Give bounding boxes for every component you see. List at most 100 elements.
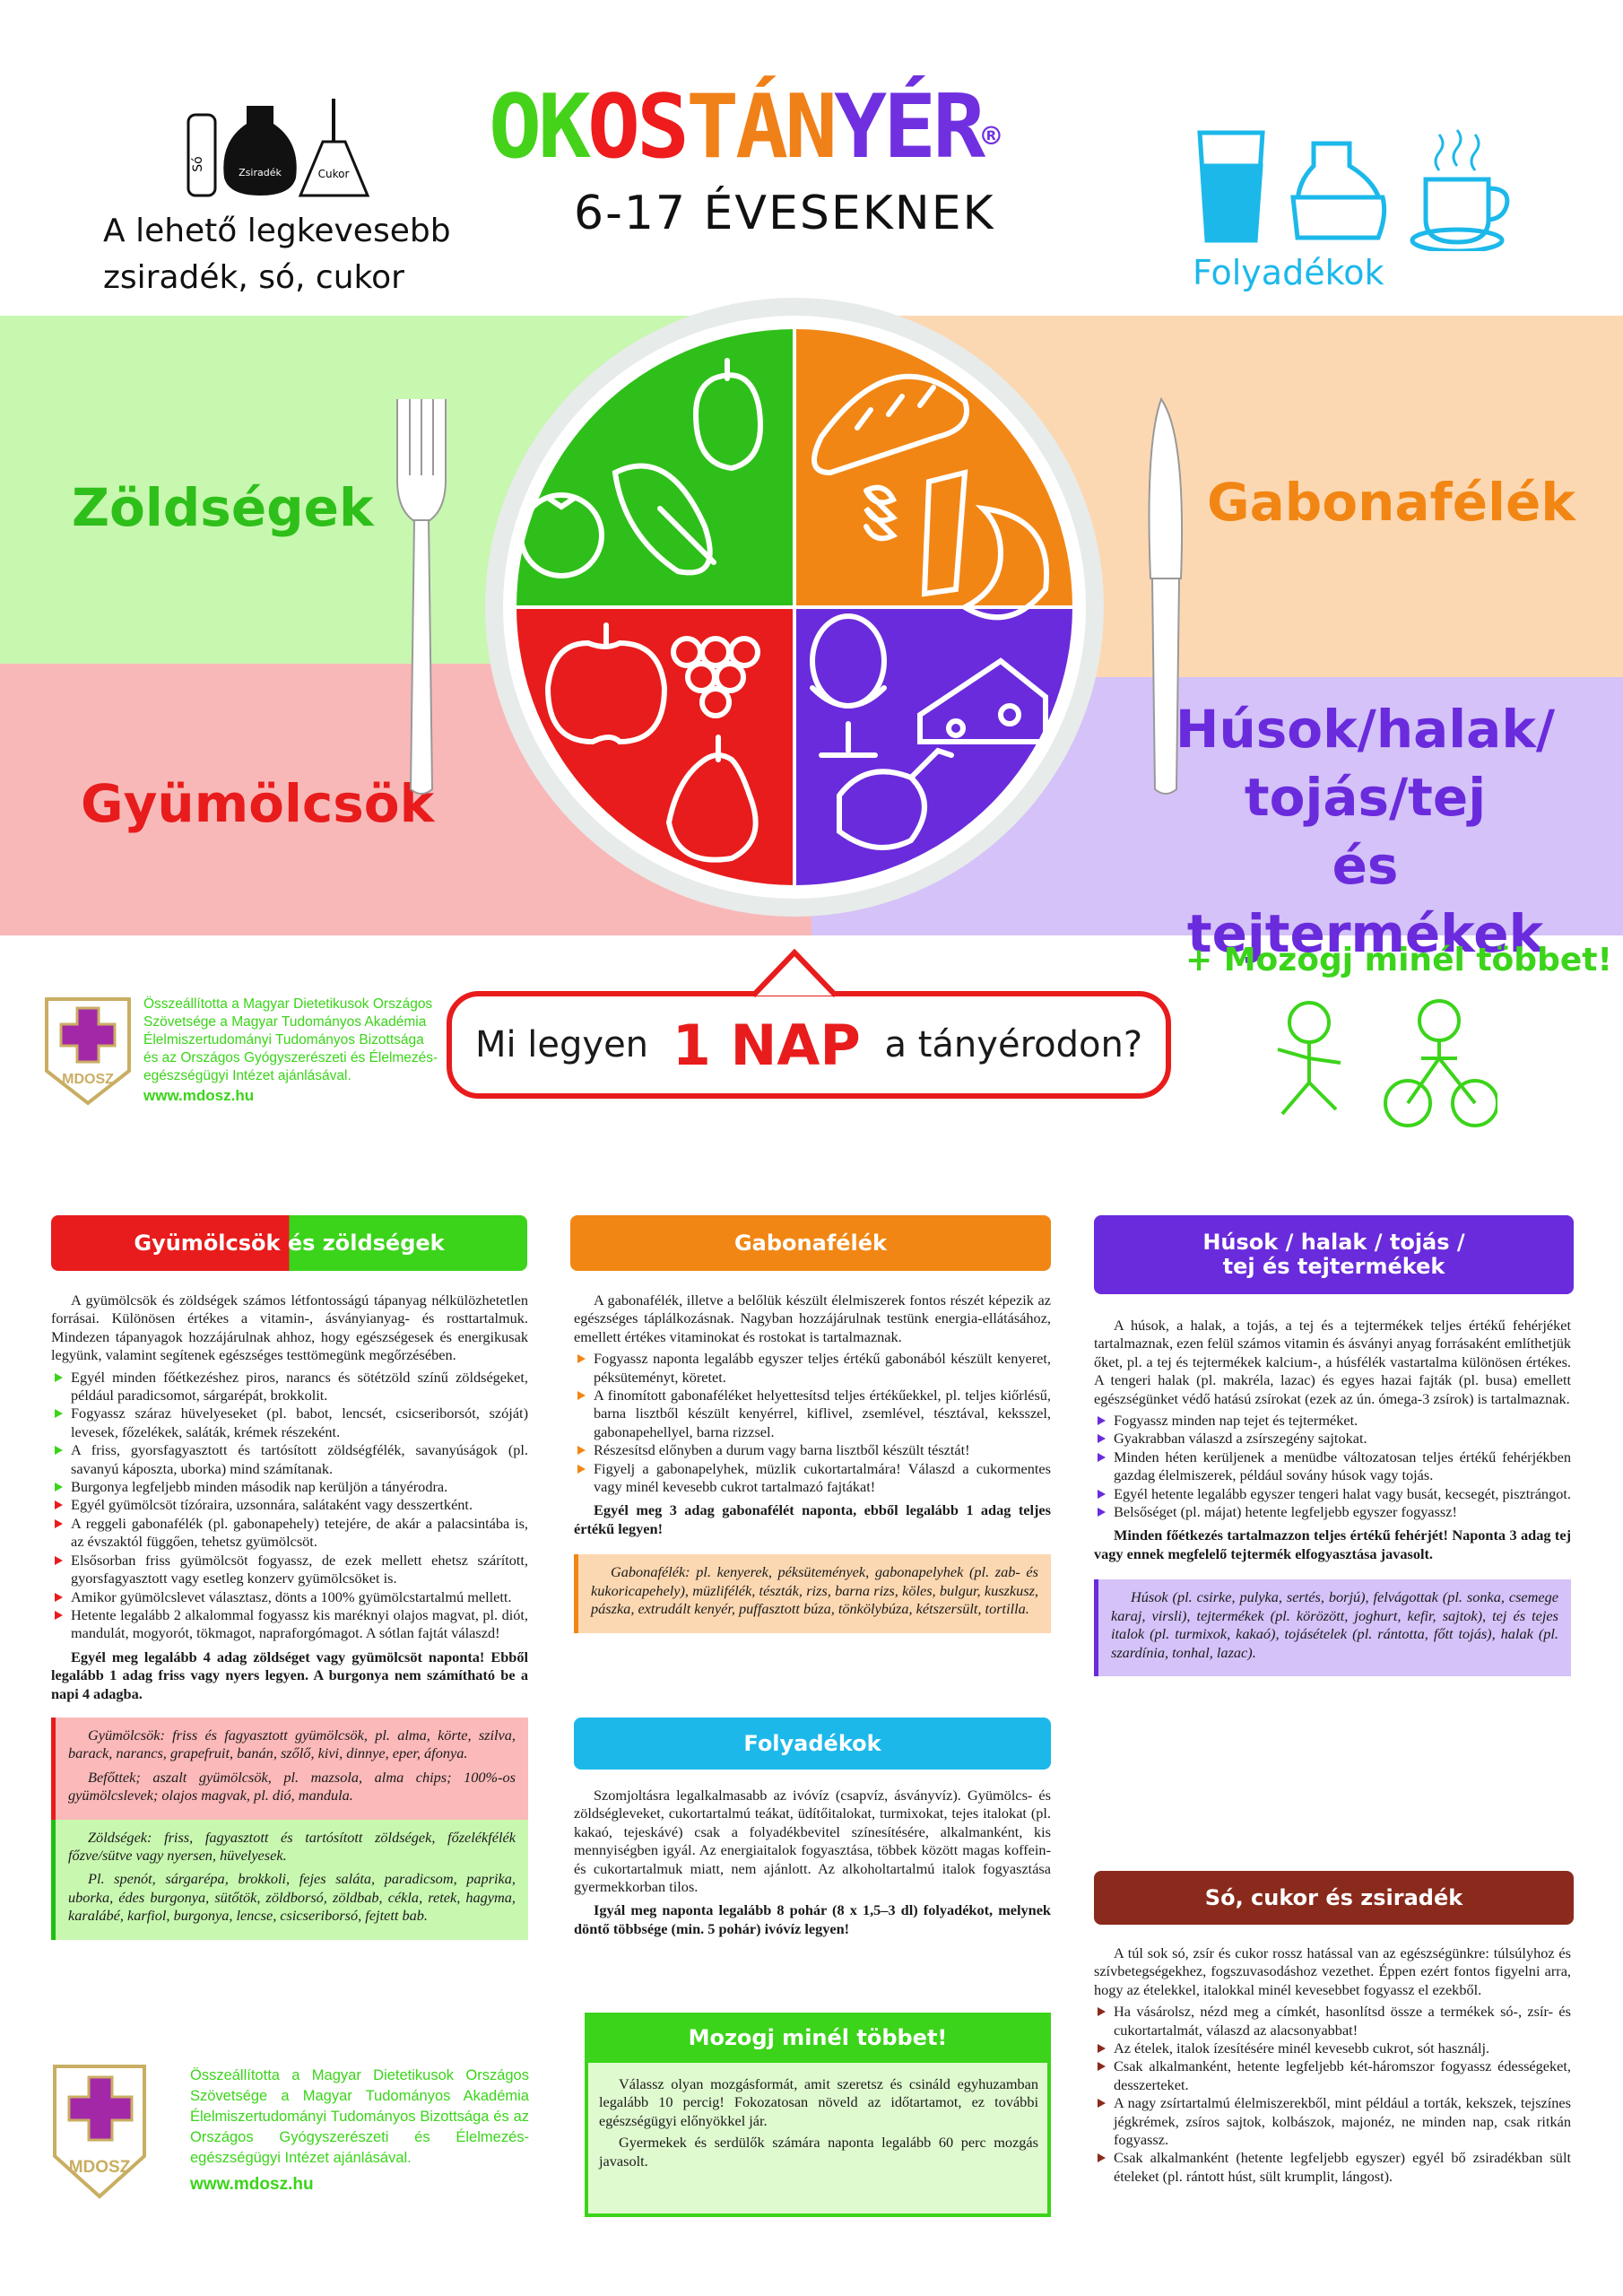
chicken-icon xyxy=(837,747,954,850)
category-grains: Gabonafélék xyxy=(1207,472,1575,533)
healthy-plate xyxy=(485,298,1104,917)
bullet-list: Egyél gyümölcsöt tízóraira, uzsonnára, s… xyxy=(51,1496,528,1642)
section-header-protein: Húsok / halak / tojás /tej és tejterméke… xyxy=(1094,1215,1574,1294)
bullet-item: Gyakrabban válaszd a zsírszegény sajtoka… xyxy=(1094,1430,1571,1448)
mdosz-link[interactable]: www.mdosz.hu xyxy=(143,1087,255,1104)
credits-block: Összeállította a Magyar Dietetikusok Ors… xyxy=(143,996,438,1105)
section-summary: Igyál meg naponta legalább 8 pohár (8 x … xyxy=(574,1901,1051,1937)
section-intro: A gyümölcsök és zöldségek számos létfont… xyxy=(51,1292,528,1364)
title-letter: N xyxy=(785,76,838,178)
header-text: Húsok / halak / tojás / xyxy=(1202,1230,1465,1255)
bullet-item: Részesítsd előnyben a durum vagy barna l… xyxy=(574,1441,1051,1459)
title-letter: K xyxy=(538,76,591,178)
bullet-item: Hetente legalább 2 alkalommal fogyassz k… xyxy=(51,1606,528,1643)
fat-label: Zsiradék xyxy=(239,167,282,178)
bullet-item: Csak alkalmanként, hetente legfeljebb ké… xyxy=(1094,2057,1571,2094)
header-text: és zöldségek xyxy=(280,1230,445,1256)
egg-cup-icon xyxy=(810,613,887,758)
credit-line: Összeállította a Magyar Dietetikusok Ors… xyxy=(190,2067,529,2083)
salt-sugar-section: A túl sok só, zsír és cukor rossz hatáss… xyxy=(1094,1944,1571,2186)
svg-text:MDOSZ: MDOSZ xyxy=(62,1072,114,1087)
move-text: Válassz olyan mozgásformát, amit szerets… xyxy=(599,2075,1038,2174)
knife-icon xyxy=(1148,396,1184,795)
bread-icon xyxy=(812,373,969,476)
section-summary: Minden főétkezés tartalmazzon teljes ért… xyxy=(1094,1526,1571,1562)
category-protein: Húsok/halak/ tojás/tej és tejtermékek xyxy=(1166,695,1565,968)
croissant-icon xyxy=(959,504,1050,621)
credit-line: és az Országos Gyógyszerészeti és Élelme… xyxy=(190,2109,529,2145)
protein-section: A húsok, a halak, a tojás, a tej és a te… xyxy=(1094,1317,1571,1676)
bullet-list: Ha vásárolsz, nézd meg a címkét, hasonlí… xyxy=(1094,2003,1571,2186)
pear-icon xyxy=(665,735,759,863)
protein-examples-box: Húsok (pl. csirke, pulyka, sertés, borjú… xyxy=(1094,1579,1571,1676)
grain-examples-box: Gabonafélék: pl. kenyerek, péksütemények… xyxy=(574,1554,1051,1633)
bullet-item: Fogyassz naponta legalább egyszer teljes… xyxy=(574,1350,1051,1387)
bullet-list: Fogyassz naponta legalább egyszer teljes… xyxy=(574,1350,1051,1496)
title-letter: É xyxy=(883,76,936,178)
mdosz-logo: MDOSZ xyxy=(45,997,131,1106)
bullet-item: Az ételek, italok ízesítésére minél keve… xyxy=(1094,2039,1571,2057)
section-text: Gyermekek és serdülők számára naponta le… xyxy=(599,2134,1038,2170)
pasta-icon xyxy=(864,469,968,597)
mdosz-link[interactable]: www.mdosz.hu xyxy=(190,2175,314,2194)
poster-subtitle: 6-17 ÉVESEKNEK xyxy=(574,187,995,240)
bullet-list: Fogyassz minden nap tejet és tejterméket… xyxy=(1094,1412,1571,1521)
box-text: Befőttek; aszalt gyümölcsök, pl. mazsola… xyxy=(68,1768,516,1805)
fluids-label: Folyadékok xyxy=(1193,253,1384,292)
bullet-item: Egyél minden főétkezéshez piros, narancs… xyxy=(51,1369,528,1405)
daily-plate-callout: Mi legyen 1 NAP a tányérodon? xyxy=(447,991,1171,1099)
fat-note-line: zsiradék, só, cukor xyxy=(103,259,404,296)
category-vegetables: Zöldségek xyxy=(72,477,374,538)
section-header-fruitveg: Gyümölcsök és zöldségek xyxy=(51,1215,527,1271)
title-letter: R xyxy=(933,76,985,178)
salt-label: Só xyxy=(191,156,205,171)
bullet-item: A nagy zsírtartalmú élelmiszerekből, min… xyxy=(1094,2094,1571,2149)
box-text: Zöldségek: friss, fagyasztott és tartósí… xyxy=(68,1828,516,1864)
section-intro: Szomjoltásra legalkalmasabb az ivóvíz (c… xyxy=(574,1787,1051,1896)
plate-fruits-section xyxy=(516,607,794,885)
credit-line: egészségügyi Intézet ajánlásával. xyxy=(143,1068,352,1083)
fat-note-line: A lehető legkevesebb xyxy=(103,213,451,249)
move-section: Mozogj minél többet! Válassz olyan mozgá… xyxy=(585,2013,1051,2217)
credit-line: Összeállította a Magyar Dietetikusok Ors… xyxy=(143,996,433,1012)
bullet-item: Elsősorban friss gyümölcsöt fogyassz, de… xyxy=(51,1552,528,1588)
section-intro: A gabonafélék, illetve a belőlük készült… xyxy=(574,1292,1051,1345)
category-protein-line: és tejtermékek xyxy=(1186,835,1544,964)
bullet-item: Amikor gyümölcslevet választasz, dönts a… xyxy=(51,1588,528,1606)
plate-grains-section xyxy=(794,329,1072,607)
bullet-item: A finomított gabonaféléket helyettesítsd… xyxy=(574,1387,1051,1441)
header-text: tej és tejtermékek xyxy=(1222,1254,1445,1279)
category-protein-line: tojás/tej xyxy=(1244,767,1487,828)
credit-line: Élelmiszertudományi Tudományos Bizottság… xyxy=(143,1032,424,1048)
drinks-icon xyxy=(1197,129,1510,251)
registered-mark: ® xyxy=(982,118,1001,154)
credit-line: Szövetsége a Magyar Tudományos Akadémia xyxy=(190,2088,529,2104)
fat-salt-sugar-note: A lehető legkevesebb zsiradék, só, cukor xyxy=(103,208,451,301)
credit-line: és az Országos Gyógyszerészeti és Élelme… xyxy=(143,1050,438,1065)
active-kids-icon xyxy=(1277,999,1497,1127)
cheese-icon xyxy=(917,657,1048,744)
box-text: Húsok (pl. csirke, pulyka, sertés, borjú… xyxy=(1111,1588,1558,1661)
fluids-section: Szomjoltásra legalkalmasabb az ivóvíz (c… xyxy=(574,1787,1051,1942)
move-banner: + Mozogj minél többet! xyxy=(1185,942,1612,978)
section-intro: A túl sok só, zsír és cukor rossz hatáss… xyxy=(1094,1944,1571,1998)
section-header-grains: Gabonafélék xyxy=(570,1215,1051,1271)
veg-examples-box: Zöldségek: friss, fagyasztott és tartósí… xyxy=(51,1819,528,1940)
bullet-item: Fogyassz száraz hüvelyeseket (pl. babot,… xyxy=(51,1405,528,1441)
title-letter: O xyxy=(489,76,542,178)
grains-section: A gabonafélék, illetve a belőlük készült… xyxy=(574,1292,1051,1633)
section-intro: A húsok, a halak, a tojás, a tej és a te… xyxy=(1094,1317,1571,1407)
credit-line: Élelmiszertudományi Tudományos Bizottság… xyxy=(190,2109,490,2125)
bullet-item: Fogyassz minden nap tejet és tejterméket… xyxy=(1094,1412,1571,1430)
apple-icon xyxy=(544,622,668,745)
title-letter: S xyxy=(637,76,690,178)
callout-pointer xyxy=(753,949,836,997)
fruit-examples-box: Gyümölcsök: friss és fagyasztott gyümölc… xyxy=(51,1717,528,1820)
bullet-list: Egyél minden főétkezéshez piros, narancs… xyxy=(51,1369,528,1497)
bullet-item: Egyél gyümölcsöt tízóraira, uzsonnára, s… xyxy=(51,1496,528,1514)
credit-line: Szövetsége a Magyar Tudományos Akadémia xyxy=(143,1014,427,1030)
bullet-item: Minden héten kerüljenek a menüdbe változ… xyxy=(1094,1448,1571,1485)
bullet-item: A reggeli gabonafélék (pl. gabonapehely)… xyxy=(51,1515,528,1552)
fruitveg-section: A gyümölcsök és zöldségek számos létfont… xyxy=(51,1292,528,1940)
carrot-icon xyxy=(612,463,716,576)
